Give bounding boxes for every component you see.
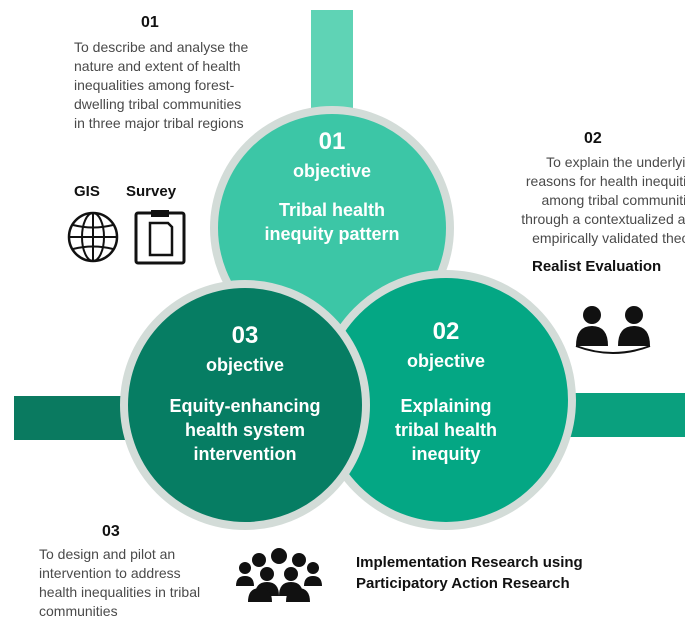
method-realist-label: Realist Evaluation: [532, 258, 662, 275]
objective-number: 03: [231, 322, 259, 349]
objective-circle-03: 03 objective Equity-enhancing health sys…: [120, 280, 370, 530]
people-pair-icon: [575, 306, 651, 354]
side-number-01: 01: [141, 14, 159, 31]
objective-03-description: To design and pilot an intervention to a…: [39, 546, 201, 619]
objective-label: objective: [406, 351, 486, 371]
method-gis-label: GIS: [74, 183, 100, 200]
objective-title: Explaining tribal health inequity: [394, 396, 497, 464]
side-number-03: 03: [102, 523, 120, 540]
objective-number: 02: [432, 318, 460, 345]
clipboard-icon: [134, 210, 186, 265]
method-survey-label: Survey: [126, 183, 177, 200]
objective-02-description-clip: To explain the underlying reasons for he…: [496, 153, 685, 253]
objective-01-description: To describe and analyse the nature and e…: [74, 39, 249, 131]
method-participatory-label: Implementation Research using Participat…: [356, 554, 583, 592]
globe-icon: [67, 211, 119, 263]
objective-label: objective: [292, 161, 372, 181]
objective-label: objective: [205, 355, 285, 375]
side-number-02: 02: [584, 130, 602, 147]
group-icon: [236, 548, 322, 602]
objective-title: Equity-enhancing health system intervent…: [169, 396, 321, 464]
objective-title: Tribal health inequity pattern: [264, 200, 400, 244]
objective-02-description: To explain the underlying reasons for he…: [521, 154, 685, 246]
objective-number: 01: [318, 128, 346, 155]
